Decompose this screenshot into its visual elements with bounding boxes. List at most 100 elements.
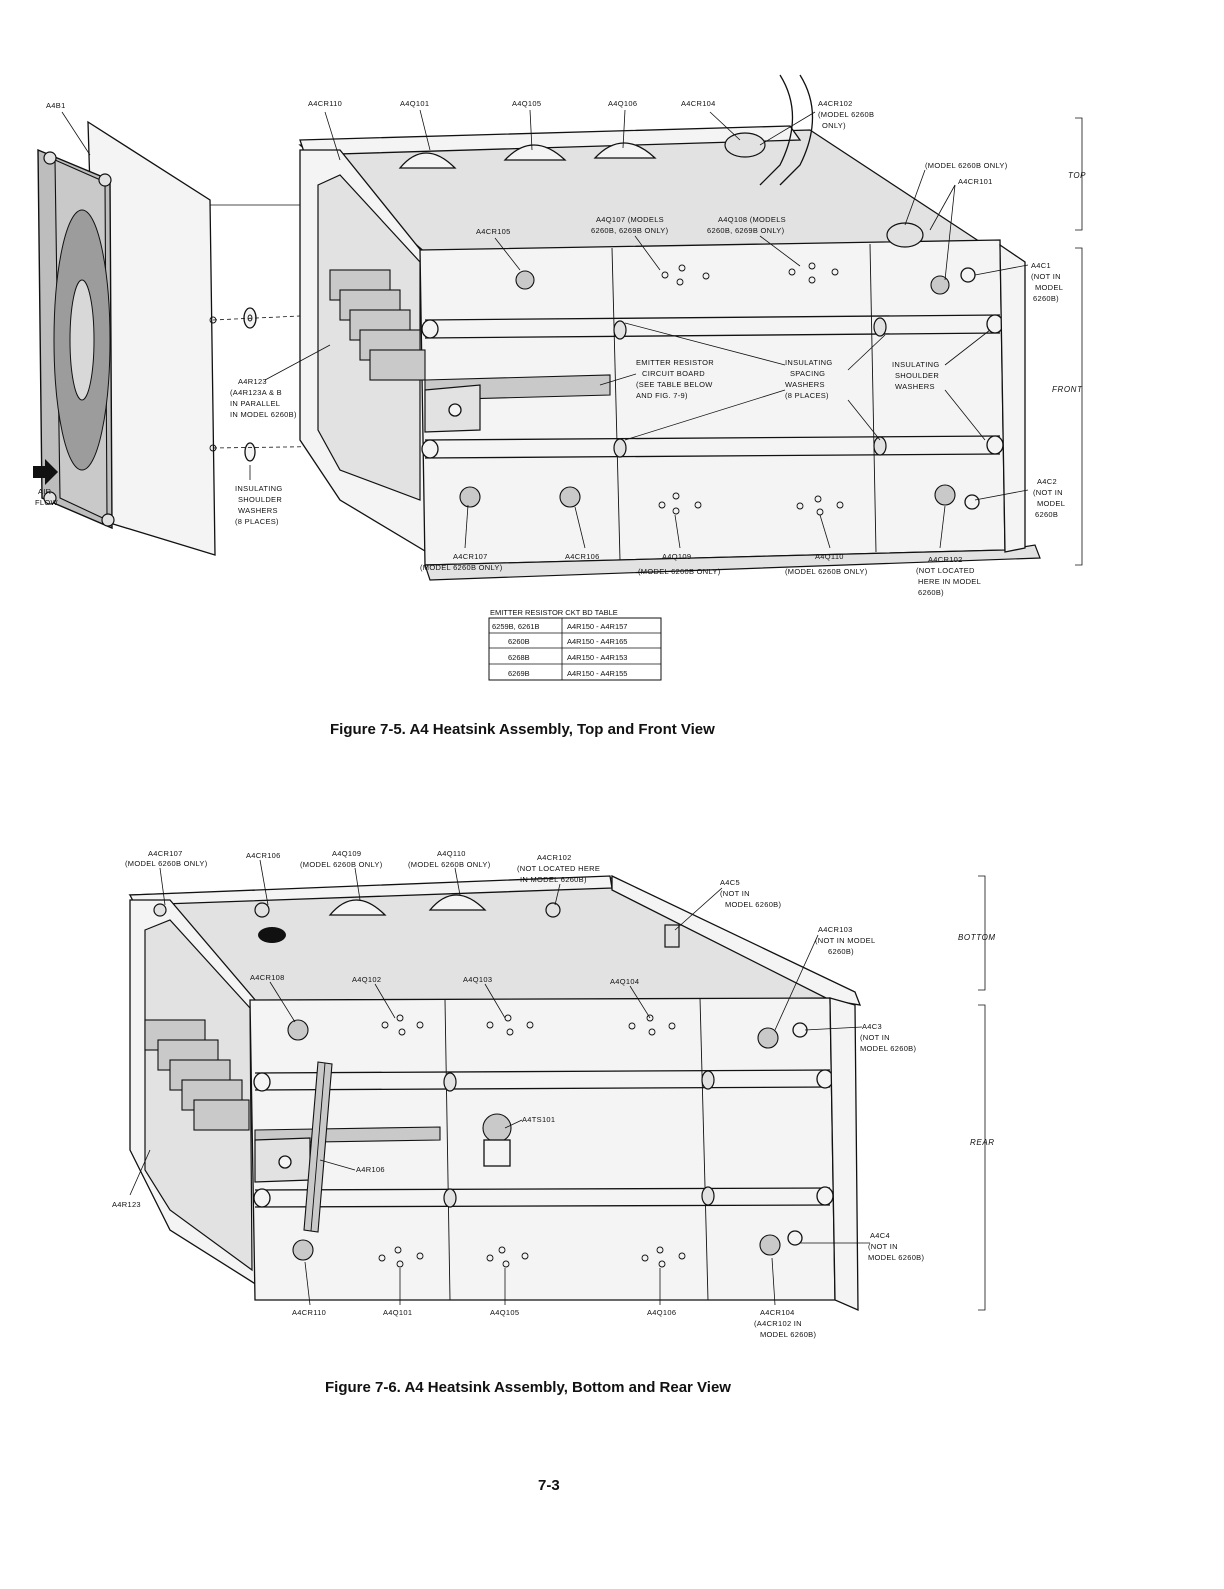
label-a4cr103-l2: (NOT IN MODEL	[815, 936, 875, 945]
label-emitter-l3: (SEE TABLE BELOW	[636, 380, 713, 389]
label-insul-shoulder-r-l2: SHOULDER	[895, 371, 939, 380]
page-number: 7-3	[538, 1477, 560, 1494]
label-a4r123-l3: IN PARALLEL	[230, 399, 280, 408]
label-insul-shoulder-l-l1: INSULATING	[235, 484, 282, 493]
label-a4q110-l2: (MODEL 6260B ONLY)	[785, 567, 868, 576]
figure-7-5-caption: Figure 7-5. A4 Heatsink Assembly, Top an…	[330, 721, 715, 738]
figure-7-5: A4B1 A4CR110 A4Q101 A4Q105 A4Q106 A4CR10…	[33, 74, 1086, 738]
label-a4cr102-l1: A4CR102	[818, 99, 853, 108]
label-a4c1-l2: (NOT IN	[1031, 272, 1061, 281]
label-a4q106: A4Q106	[647, 1308, 676, 1317]
label-a4r106: A4R106	[356, 1165, 385, 1174]
label-a4c1-l3: MODEL	[1035, 283, 1063, 292]
label-a4cr104-l1: A4CR104	[760, 1308, 795, 1317]
label-a4q101: A4Q101	[400, 99, 429, 108]
table-cell: A4R150 - A4R153	[567, 653, 627, 662]
label-a4cr102-l1: A4CR102	[537, 853, 572, 862]
label-a4q108-l1: A4Q108 (MODELS	[718, 215, 786, 224]
figure-7-6-caption: Figure 7-6. A4 Heatsink Assembly, Bottom…	[325, 1379, 731, 1396]
label-a4q110-l1: A4Q110	[815, 552, 844, 561]
label-a4c2-l1: A4C2	[1037, 477, 1057, 486]
labels-fig6: A4CR107 (MODEL 6260B ONLY) A4CR106 A4Q10…	[112, 849, 996, 1339]
label-a4cr102-l2: (NOT LOCATED HERE	[517, 864, 600, 873]
label-a4c4-l1: A4C4	[870, 1231, 890, 1240]
label-insul-shoulder-l-l4: (8 PLACES)	[235, 517, 279, 526]
label-airflow-l1: AIR	[38, 487, 52, 496]
label-a4c4-l2: (NOT IN	[868, 1242, 898, 1251]
label-a4cr102b-l2: (NOT LOCATED	[916, 566, 975, 575]
label-a4q110-l2: (MODEL 6260B ONLY)	[408, 860, 491, 869]
leader-lines-fig5	[61, 109, 1083, 566]
fan-a4b1	[37, 120, 217, 556]
label-a4cr104-l3: MODEL 6260B)	[760, 1330, 816, 1339]
label-a4cr110: A4CR110	[308, 99, 342, 108]
label-a4q101: A4Q101	[383, 1308, 412, 1317]
label-a4q107-l1: A4Q107 (MODELS	[596, 215, 664, 224]
label-insul-shoulder-r-l1: INSULATING	[892, 360, 939, 369]
label-a4c1-l4: 6260B)	[1033, 294, 1059, 303]
table-cell: 6260B	[508, 637, 530, 646]
label-a4r123-l2: (A4R123A & B	[230, 388, 282, 397]
label-a4c5-l3: MODEL 6260B)	[725, 900, 781, 909]
label-insul-spacing-l3: WASHERS	[785, 380, 825, 389]
label-a4cr107-l1: A4CR107	[453, 552, 488, 561]
heatsink-top-front	[298, 74, 1041, 581]
label-a4q105: A4Q105	[490, 1308, 519, 1317]
leader-lines-fig6	[129, 859, 986, 1311]
label-a4q109-l1: A4Q109	[332, 849, 361, 858]
label-a4cr101: A4CR101	[958, 177, 993, 186]
label-a4cr107-l2: (MODEL 6260B ONLY)	[125, 859, 208, 868]
label-a4q110-l1: A4Q110	[437, 849, 466, 858]
label-insul-spacing-l4: (8 PLACES)	[785, 391, 829, 400]
label-a4q106: A4Q106	[608, 99, 637, 108]
table-cell: A4R150 - A4R157	[567, 622, 627, 631]
label-airflow-l2: FLOW	[35, 498, 58, 507]
label-side-top: TOP	[1068, 171, 1086, 180]
label-a4q108-l2: 6260B, 6269B ONLY)	[707, 226, 785, 235]
label-a4cr107-l2: (MODEL 6260B ONLY)	[420, 563, 503, 572]
label-a4cr107-l1: A4CR107	[148, 849, 183, 858]
label-a4q105: A4Q105	[512, 99, 541, 108]
label-emitter-l2: CIRCUIT BOARD	[642, 369, 705, 378]
label-a4cr106: A4CR106	[565, 552, 600, 561]
label-a4c2-l2: (NOT IN	[1033, 488, 1063, 497]
table-cell: 6259B, 6261B	[492, 622, 540, 631]
label-a4cr104: A4CR104	[681, 99, 716, 108]
label-a4q107-l2: 6260B, 6269B ONLY)	[591, 226, 669, 235]
label-a4q102: A4Q102	[352, 975, 381, 984]
label-emitter-l4: AND FIG. 7-9)	[636, 391, 688, 400]
label-a4c2-l4: 6260B	[1035, 510, 1058, 519]
labels-fig5: A4B1 A4CR110 A4Q101 A4Q105 A4Q106 A4CR10…	[35, 99, 1086, 597]
label-a4cr102-l3: ONLY)	[822, 121, 846, 130]
table-cell: A4R150 - A4R165	[567, 637, 627, 646]
label-insul-shoulder-r-l3: WASHERS	[895, 382, 935, 391]
label-a4cr108: A4CR108	[250, 973, 285, 982]
figure-7-6: A4CR107 (MODEL 6260B ONLY) A4CR106 A4Q10…	[112, 849, 996, 1396]
label-a4cr102-l2: (MODEL 6260B	[818, 110, 874, 119]
table-title: EMITTER RESISTOR CKT BD TABLE	[490, 608, 618, 617]
label-a4q109-l2: (MODEL 6260B ONLY)	[638, 567, 721, 576]
label-a4r123-l1: A4R123	[238, 377, 267, 386]
label-a4cr102b-l4: 6260B)	[918, 588, 944, 597]
label-a4c4-l3: MODEL 6260B)	[868, 1253, 924, 1262]
label-a4q103: A4Q103	[463, 975, 492, 984]
label-a4c5-l2: (NOT IN	[720, 889, 750, 898]
label-a4cr110: A4CR110	[292, 1308, 326, 1317]
label-emitter-l1: EMITTER RESISTOR	[636, 358, 714, 367]
label-a4cr105: A4CR105	[476, 227, 511, 236]
label-a4cr102b-l3: HERE IN MODEL	[918, 577, 981, 586]
label-a4cr106: A4CR106	[246, 851, 281, 860]
label-a4cr102-l3: IN MODEL 6260B)	[520, 875, 587, 884]
label-a4c3-l2: (NOT IN	[860, 1033, 890, 1042]
label-a4q109-l2: (MODEL 6260B ONLY)	[300, 860, 383, 869]
airflow-arrow-icon	[33, 459, 58, 485]
label-side-bottom: BOTTOM	[958, 933, 996, 942]
label-a4cr104-l2: (A4CR102 IN	[754, 1319, 802, 1328]
table-cell: 6269B	[508, 669, 530, 678]
label-a4c1-l1: A4C1	[1031, 261, 1051, 270]
emitter-resistor-table: EMITTER RESISTOR CKT BD TABLE 6259B, 626…	[488, 608, 662, 681]
label-a4cr102b-l1: A4CR102	[928, 555, 963, 564]
label-side-rear: REAR	[970, 1138, 995, 1147]
label-a4c3-l3: MODEL 6260B)	[860, 1044, 916, 1053]
